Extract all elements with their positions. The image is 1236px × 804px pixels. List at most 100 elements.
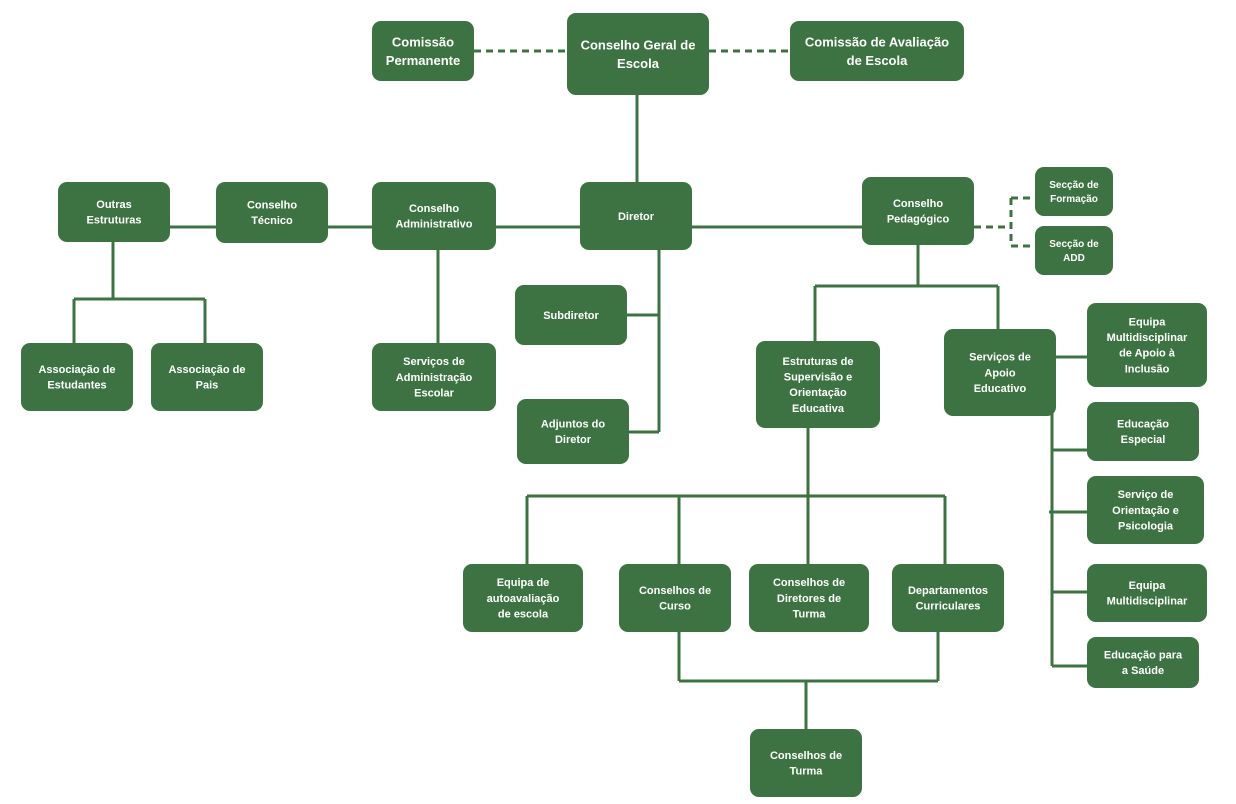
connector-lines xyxy=(72,49,1087,729)
connector-line xyxy=(525,496,947,564)
node-label: Multidisciplinar xyxy=(1107,596,1188,608)
node-label: Educativa xyxy=(792,403,845,415)
node-label: Administração xyxy=(396,372,473,384)
node-box xyxy=(619,564,731,632)
node-label: Conselho xyxy=(409,203,459,215)
node-label: Pais xyxy=(196,380,219,392)
connector-line xyxy=(677,632,940,683)
node-box xyxy=(517,399,629,464)
node-box xyxy=(21,343,133,411)
node-label: Escola xyxy=(617,56,660,71)
node-label: Especial xyxy=(1121,434,1166,446)
node-diretor: Diretor xyxy=(580,182,692,250)
node-label: Conselhos de xyxy=(773,577,845,589)
node-label: Associação de xyxy=(168,364,245,376)
node-box xyxy=(216,182,328,243)
node-box xyxy=(151,343,263,411)
node-label: Serviços de xyxy=(403,356,465,368)
node-servico-orientacao: Serviço de Orientação e Psicologia xyxy=(1087,476,1204,544)
node-label: Escolar xyxy=(414,387,454,399)
node-label: Diretores de xyxy=(777,593,841,605)
node-label: Curso xyxy=(659,601,691,613)
node-label: ADD xyxy=(1063,253,1085,264)
node-box xyxy=(749,564,869,632)
node-box xyxy=(372,21,474,81)
node-label: de Escola xyxy=(847,53,908,68)
node-label: autoavaliação xyxy=(487,593,560,605)
node-label: Multidisciplinar xyxy=(1107,332,1188,344)
node-seccao-add: Secção de ADD xyxy=(1035,226,1113,275)
node-box xyxy=(1087,476,1204,544)
node-label: Orientação xyxy=(789,387,847,399)
node-label: Permanente xyxy=(386,53,460,68)
node-box xyxy=(756,341,880,428)
node-box xyxy=(944,329,1056,416)
node-estruturas-supervisao: Estruturas de Supervisão e OrientaçãoEduca… xyxy=(756,341,880,428)
node-box xyxy=(1035,226,1113,275)
node-box xyxy=(567,13,709,95)
node-label: Serviços de xyxy=(969,352,1031,364)
node-box xyxy=(1087,564,1207,622)
node-equipa-autoavaliacao: Equipa de autoavaliação de escola xyxy=(463,564,583,632)
node-label: Formação xyxy=(1050,194,1098,205)
node-label: a Saúde xyxy=(1122,665,1164,677)
node-label: Turma xyxy=(793,608,827,620)
node-label: Serviço de xyxy=(1118,489,1174,501)
node-conselhos-diretores-turma: Conselhos de Diretores de Turma xyxy=(749,564,869,632)
node-label: Conselho xyxy=(247,200,297,212)
node-subdiretor: Subdiretor xyxy=(515,285,627,345)
node-conselhos-curso: Conselhos de Curso xyxy=(619,564,731,632)
node-associacao-pais: Associação de Pais xyxy=(151,343,263,411)
node-label: Supervisão e xyxy=(784,372,852,384)
node-label: Diretor xyxy=(555,434,592,446)
node-label: Estruturas de xyxy=(783,356,854,368)
node-label: Administrativo xyxy=(395,219,472,231)
node-label: Comissão xyxy=(392,34,454,49)
node-label: Departamentos xyxy=(908,585,988,597)
node-label: Conselhos de xyxy=(639,585,711,597)
node-label: Secção de xyxy=(1049,239,1099,250)
node-label: Orientação e xyxy=(1112,505,1179,517)
node-label: Secção de xyxy=(1049,180,1099,191)
node-adjuntos-diretor: Adjuntos do Diretor xyxy=(517,399,629,464)
node-box xyxy=(1087,637,1199,688)
node-box xyxy=(1035,167,1113,216)
node-label: de escola xyxy=(498,608,549,620)
connector-line xyxy=(1050,410,1087,668)
node-label: Estruturas xyxy=(86,215,141,227)
node-label: Associação de xyxy=(38,364,115,376)
node-label: Conselhos de xyxy=(770,750,842,762)
node-educacao-saude: Educação para a Saúde xyxy=(1087,637,1199,688)
node-label: Adjuntos do xyxy=(541,419,605,431)
connector-line xyxy=(813,245,1000,341)
node-box xyxy=(790,21,964,81)
node-box xyxy=(1087,303,1207,387)
connector-line xyxy=(72,242,207,343)
node-box xyxy=(58,182,170,242)
node-label: Psicologia xyxy=(1118,520,1174,532)
node-label: Educação para xyxy=(1104,650,1183,662)
node-label: Pedagógico xyxy=(887,214,950,226)
node-box xyxy=(515,285,627,345)
node-label: Equipa de xyxy=(497,577,550,589)
node-label: Apoio xyxy=(984,367,1015,379)
node-label: Educativo xyxy=(974,383,1027,395)
node-box xyxy=(372,182,496,250)
node-label: Diretor xyxy=(618,211,655,223)
node-box xyxy=(892,564,1004,632)
node-label: Técnico xyxy=(251,215,293,227)
node-label: Equipa xyxy=(1129,580,1167,592)
